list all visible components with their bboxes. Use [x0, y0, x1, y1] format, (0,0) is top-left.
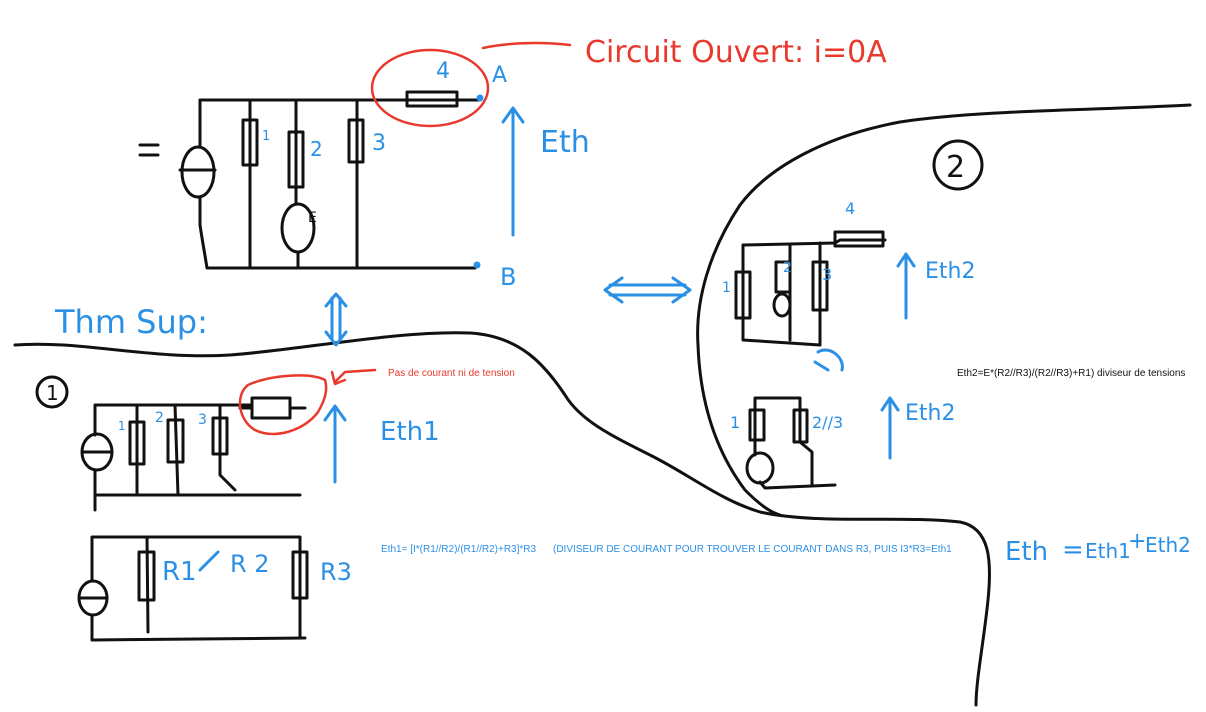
eth2-arrow-bottom: [880, 396, 900, 460]
eth1-arrow: [323, 404, 347, 484]
bottom-r1-label: R1: [162, 557, 197, 587]
equivalence-arrow-horizontal: [603, 276, 692, 304]
c2-r3-label: 3: [822, 265, 832, 284]
case-1-circuit: [80, 396, 307, 512]
sum-equation: Eth = Eth1 + Eth2: [1005, 529, 1191, 567]
eth2-bottom-label: Eth2: [905, 401, 955, 426]
bottom-r2-label: R 2: [230, 550, 270, 578]
no-current-note: Pas de courant ni de tension: [388, 368, 515, 379]
eth1-label: Eth1: [380, 417, 440, 447]
voltage-source-label: E: [308, 210, 317, 226]
c2-r4-label: 4: [845, 199, 855, 218]
equivalence-arrow-vertical: [324, 292, 348, 347]
sum-eth: Eth: [1005, 537, 1048, 567]
node-b-label: B: [500, 263, 516, 291]
eth2-formula: Eth2=E*(R2//R3)/(R2//R3)+R1) diviseur de…: [957, 368, 1186, 379]
divider-line: [13, 331, 991, 707]
case-2-redrawn-circuit: [745, 396, 837, 490]
original-circuit: [138, 90, 484, 270]
eth-arrow: [501, 106, 525, 237]
open-circuit-label: Circuit Ouvert: i=0A: [585, 35, 887, 70]
case-1-marker: 1: [46, 381, 59, 405]
th-sup-heading: Thm Sup:: [54, 303, 208, 341]
red-arrow: [330, 368, 377, 386]
eth1-explanation: (DIVISEUR DE COURANT POUR TROUVER LE COU…: [553, 544, 952, 555]
eth1-formula: Eth1= [I*(R1//R2)/(R1//R2)+R3]*R3: [381, 544, 537, 555]
c2-r2-label: 2: [783, 260, 792, 276]
region-2-boundary: [696, 103, 1192, 517]
case-1-redrawn-circuit: [77, 535, 309, 642]
c3-r1-label: 1: [730, 413, 740, 432]
r1-label: 1: [262, 129, 270, 144]
sum-plus: +: [1128, 529, 1146, 554]
bottom-r3-label: R3: [320, 558, 352, 586]
sum-eth1: Eth1: [1085, 539, 1131, 563]
r4-label: 4: [436, 59, 450, 84]
c3-r23-label: 2//3: [812, 413, 843, 432]
eth-label: Eth: [540, 125, 590, 160]
r3-label: 3: [372, 131, 386, 156]
r2-label: 2: [310, 137, 323, 161]
node-a-label: A: [492, 63, 507, 88]
c1-r3-label: 3: [198, 412, 207, 428]
c1-r1-label: 1: [118, 419, 126, 433]
eth2-arrow-top: [896, 252, 916, 320]
case-2-marker: 2: [946, 150, 965, 185]
c1-r2-label: 2: [155, 410, 164, 426]
c2-r1-label: 1: [722, 280, 731, 296]
open-circuit-highlight: [370, 48, 490, 128]
sum-eth2: Eth2: [1145, 533, 1191, 557]
eth2-top-label: Eth2: [925, 259, 975, 284]
no-current-highlight: [238, 374, 328, 436]
sum-equals: =: [1062, 535, 1084, 565]
case-2-circuit: [734, 230, 887, 372]
